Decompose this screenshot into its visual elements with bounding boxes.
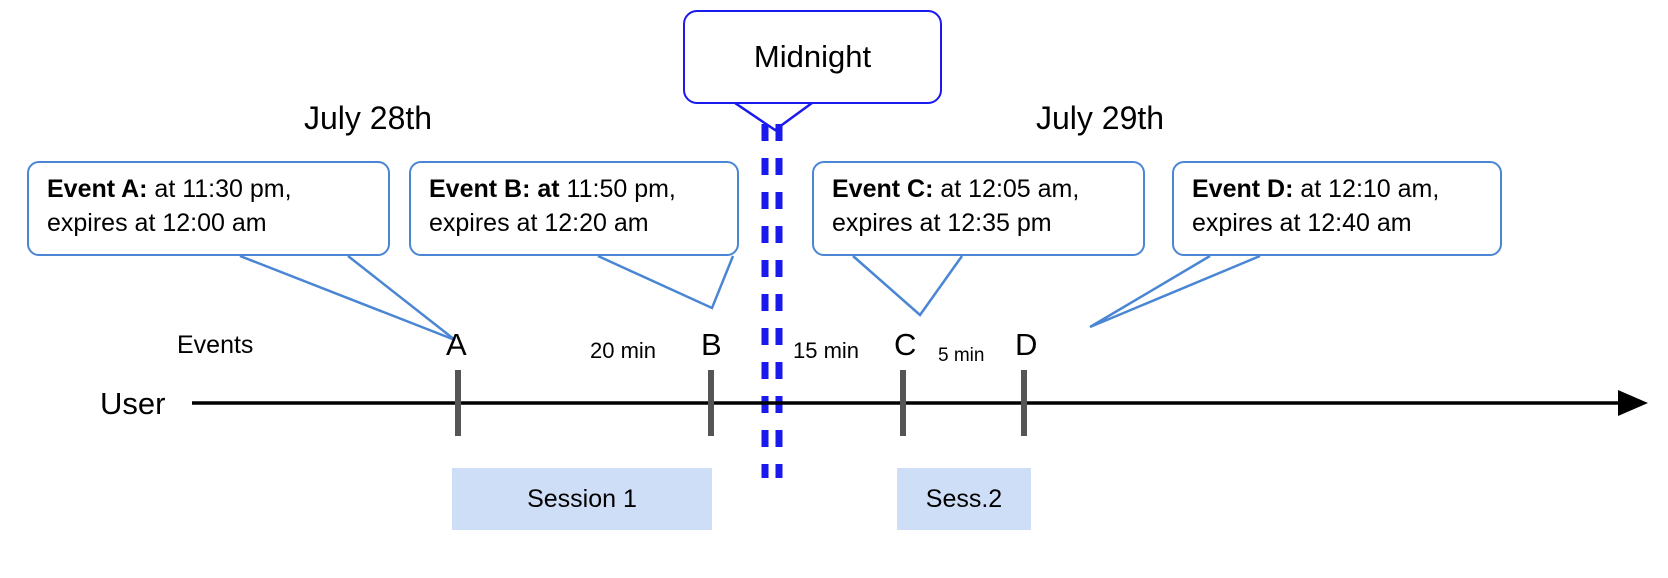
callout-event-b-line2: expires at 12:20 am (429, 208, 649, 237)
leader-line-event-d (1089, 254, 1261, 329)
callout-event-d-line1-rest: at 12:10 am, (1293, 175, 1440, 203)
event-letter-a: A (446, 327, 467, 363)
callout-event-b-title: Event B: at (429, 175, 560, 203)
event-letter-c-text: C (894, 327, 917, 362)
callout-event-c-title: Event C: (832, 175, 934, 203)
gap-label-b-c: 15 min (793, 338, 859, 364)
event-letter-d-text: D (1015, 327, 1038, 362)
tick-event-b (708, 370, 714, 436)
callout-event-d-title: Event D: (1192, 175, 1294, 203)
date-right-text: July 29th (1036, 100, 1165, 136)
callout-event-b-line1-rest: 11:50 pm, (559, 175, 676, 203)
callout-event-c-line2: expires at 12:35 pm (832, 208, 1052, 237)
callout-event-a-line2: expires at 12:00 am (47, 208, 267, 237)
callout-event-d-line2: expires at 12:40 am (1192, 208, 1412, 237)
gap-label-c-d-text: 5 min (938, 345, 985, 366)
session-box-2: Sess.2 (897, 468, 1031, 530)
midnight-dashed-line (761, 124, 783, 478)
midnight-callout-tail (734, 101, 813, 132)
event-letter-d: D (1015, 327, 1037, 363)
tick-event-c (900, 370, 906, 436)
date-label-right: July 29th (1036, 100, 1164, 137)
tick-event-d (1021, 370, 1027, 436)
row-label-events-text: Events (177, 331, 254, 359)
leader-line-event-b (597, 254, 735, 310)
gap-label-b-c-text: 15 min (793, 338, 860, 363)
midnight-label: Midnight (753, 39, 872, 74)
gap-label-c-d: 5 min (938, 345, 984, 367)
event-letter-c: C (894, 327, 916, 363)
callout-event-b: Event B: at 11:50 pm, expires at 12:20 a… (409, 161, 739, 256)
callout-event-d: Event D: at 12:10 am, expires at 12:40 a… (1172, 161, 1502, 256)
event-letter-a-text: A (446, 327, 467, 362)
tick-event-a (455, 370, 461, 436)
callout-event-c: Event C: at 12:05 am, expires at 12:35 p… (812, 161, 1145, 256)
leader-line-event-c (852, 255, 964, 317)
row-label-user-text: User (100, 386, 166, 421)
callout-event-a-title: Event A: (47, 175, 148, 203)
session-box-1-label: Session 1 (527, 484, 637, 513)
session-box-1: Session 1 (452, 468, 712, 530)
row-label-user: User (100, 386, 165, 422)
callout-event-a-line1-rest: at 11:30 pm, (147, 175, 292, 203)
midnight-callout: Midnight (683, 10, 942, 104)
leader-line-event-a (239, 254, 456, 342)
callout-event-b-line1: Event B: at 11:50 pm, (429, 173, 723, 207)
row-label-events: Events (177, 331, 253, 360)
callout-event-a-line1: Event A: at 11:30 pm, (47, 173, 374, 207)
session-box-2-label: Sess.2 (925, 484, 1003, 513)
callout-event-a: Event A: at 11:30 pm, expires at 12:00 a… (27, 161, 390, 256)
gap-label-a-b: 20 min (590, 338, 656, 364)
callout-event-c-line1-rest: at 12:05 am, (933, 175, 1080, 203)
gap-label-a-b-text: 20 min (590, 338, 657, 363)
date-label-left: July 28th (304, 100, 432, 137)
event-letter-b: B (701, 327, 722, 363)
date-left-text: July 28th (304, 100, 433, 136)
callout-event-d-line1: Event D: at 12:10 am, (1192, 173, 1486, 207)
callout-event-c-line1: Event C: at 12:05 am, (832, 173, 1129, 207)
event-letter-b-text: B (701, 327, 722, 362)
timeline-axis (192, 390, 1648, 416)
